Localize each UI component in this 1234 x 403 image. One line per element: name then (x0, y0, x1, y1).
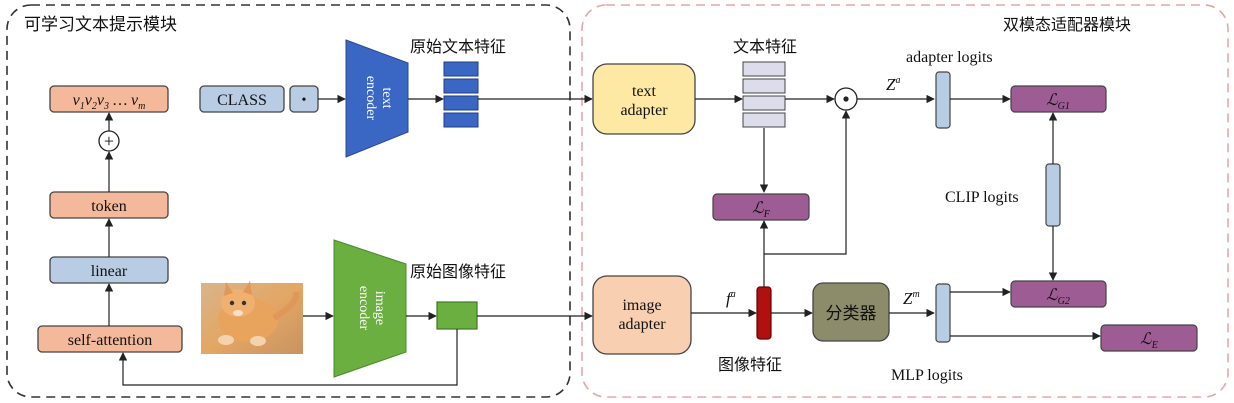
adapted-text-cell-3 (742, 95, 786, 111)
classifier-box (812, 282, 890, 342)
za-label: Za (886, 75, 900, 94)
orig-image-feature-box (436, 301, 478, 330)
class-box (199, 85, 285, 113)
text-feature-cell-1 (443, 61, 479, 77)
fa-label: fa (726, 289, 736, 308)
text-feature-cell-4 (443, 112, 479, 128)
loss-g2-label: ℒG2 (1046, 287, 1070, 307)
image-feature-bar (756, 286, 772, 340)
loss-e-label: ℒE (1140, 331, 1158, 351)
kitten-image (201, 281, 303, 354)
loss-g2-box (1010, 280, 1107, 308)
linear-label: linear (91, 263, 128, 280)
self-attention-label: self-attention (68, 332, 152, 349)
adapted-text-cell-4 (742, 112, 786, 128)
adapter-logits-bar (935, 71, 951, 129)
left-module-title: 可学习文本提示模块 (24, 15, 177, 35)
text-feature-cell-3 (443, 95, 479, 111)
plus-symbol: + (104, 131, 114, 151)
arrow-image-feature-to-self-attention (118, 329, 458, 386)
clip-logits-label: CLIP logits (945, 189, 1019, 206)
loss-g1-box (1010, 85, 1107, 113)
loss-g1-label: ℒG1 (1046, 92, 1070, 112)
context-vectors-box (49, 85, 169, 113)
zm-label: Zm (903, 289, 920, 308)
adapted-text-cell-2 (742, 78, 786, 94)
dot-symbol: • (302, 93, 307, 108)
classifier-label: 分类器 (826, 304, 877, 324)
image-adapter-box (592, 275, 692, 355)
image-feature-label: 图像特征 (718, 355, 782, 374)
text-encoder-label: textencoder (363, 76, 394, 121)
image-encoder (333, 239, 407, 378)
class-label: CLASS (217, 92, 267, 109)
text-feature-label: 文本特征 (733, 37, 797, 56)
text-encoder (345, 39, 409, 158)
loss-e-box (1100, 324, 1198, 352)
image-encoder-label: imageencoder (356, 286, 387, 331)
learnable-prompt-module-border (6, 4, 571, 398)
loss-f-label: ℒF (752, 200, 771, 220)
mlp-logits-label: MLP logits (891, 367, 963, 384)
orig-text-feature-label: 原始文本特征 (410, 37, 506, 56)
orig-image-feature-label: 原始图像特征 (410, 262, 506, 281)
clip-logits-bar (1045, 163, 1061, 227)
arrow-image-feature-to-odot (764, 110, 851, 255)
adapted-text-cell-1 (742, 61, 786, 77)
text-feature-cell-2 (443, 78, 479, 94)
adapter-logits-label: adapter logits (906, 49, 993, 66)
dot-product-center (843, 96, 849, 102)
self-attention-box (37, 325, 183, 353)
mlp-logits-bar (935, 283, 951, 343)
loss-f-box (712, 193, 810, 221)
token-label: token (91, 198, 127, 215)
context-vectors-label: v1v2v3…vm (73, 92, 146, 112)
right-module-title: 双模态适配器模块 (1003, 15, 1131, 34)
